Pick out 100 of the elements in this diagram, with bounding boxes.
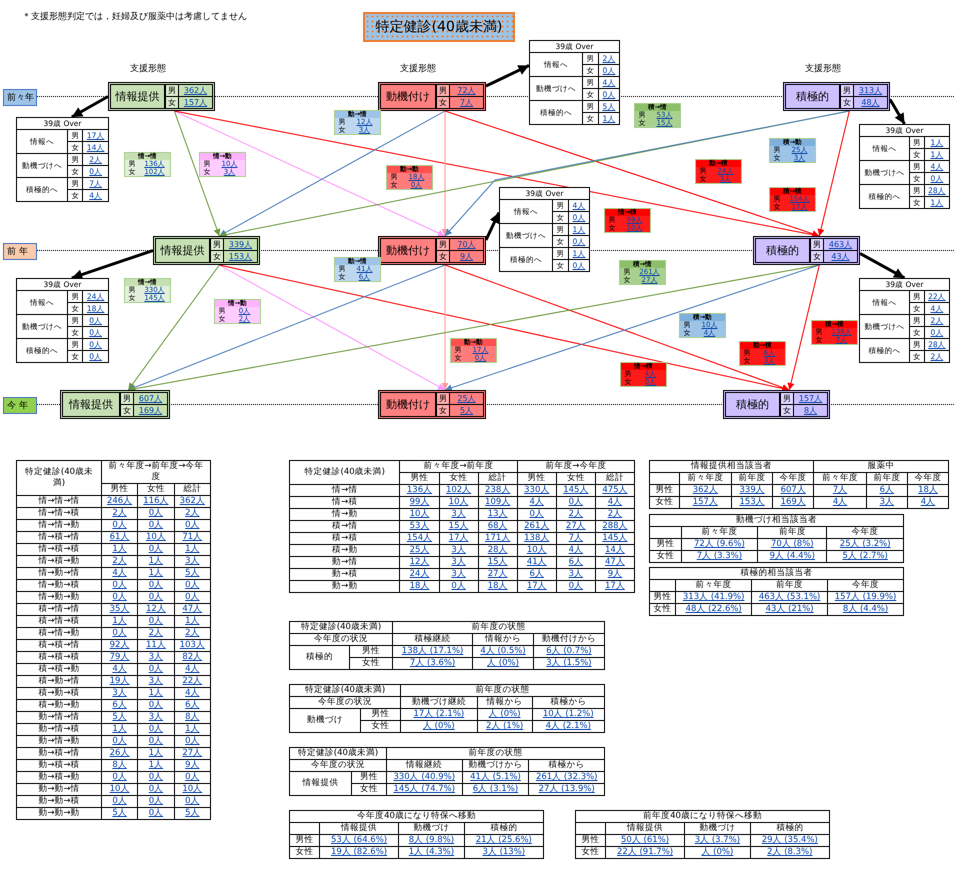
table-cell: 情報継続 (386, 760, 462, 772)
transition-box (769, 138, 816, 163)
table-cell: 情→積→動 (16, 556, 102, 568)
count-value: 15人 (478, 556, 518, 568)
sex-label: 女 (436, 251, 449, 263)
count-value: 10人 (1.2%) (532, 708, 604, 720)
count-value: 4人 (101, 664, 138, 676)
count-value: 53人 (64.6%) (319, 834, 399, 846)
sex-label: 女 (780, 405, 793, 417)
year-tag: 前 年 (3, 243, 37, 260)
sex-label: 女 (840, 97, 853, 109)
count-value: 19人 (101, 676, 138, 688)
count-value: 15人 (439, 520, 478, 532)
table-cell: 情報提供相当該当者 (650, 460, 814, 472)
count-value: 2人 (8.3%) (750, 846, 830, 858)
table-cell: 総計 (174, 484, 210, 496)
count-value: 154人 (400, 532, 440, 544)
count-value: 145人 (556, 484, 596, 496)
count-value: 9人 (174, 760, 210, 772)
count-value: 0人 (556, 580, 596, 592)
count-value: 0人 (138, 508, 174, 520)
breakdown-table (499, 187, 590, 272)
table-cell: 動機づけ (684, 822, 750, 834)
count-value: 7人 (3.3%) (681, 550, 758, 562)
table-cell: 積極的 (750, 822, 830, 834)
count-value: 27人 (478, 568, 518, 580)
table-cell: 積→動→積 (16, 688, 102, 700)
count-value: 607人 (133, 393, 167, 405)
count-value: 7人 (449, 97, 483, 109)
table-cell: 動→動→情 (16, 784, 102, 796)
table-cell: 今年度40歳になり特保へ移動 (290, 810, 544, 822)
table-cell: 女性 (138, 484, 174, 496)
count-value: 0人 (174, 520, 210, 532)
count-value: 116人 (138, 496, 174, 508)
table-cell: 前々年度 (681, 526, 758, 538)
transition-box (604, 208, 651, 233)
count-value: 0人 (138, 724, 174, 736)
level-name: 情報提供 (111, 85, 165, 108)
count-value: 27人 (556, 520, 596, 532)
count-value: 138人 (517, 532, 556, 544)
count-value: 157人 (19.9%) (828, 592, 904, 604)
breakdown-table (859, 278, 950, 363)
count-value: 4人 (174, 664, 210, 676)
arrow (128, 264, 446, 391)
level-box (378, 390, 486, 419)
table-cell: 動→情→積 (16, 724, 102, 736)
count-value: 3人 (138, 676, 174, 688)
count-value: 6人 (0.7%) (533, 646, 604, 658)
count-value: 4人 (595, 496, 634, 508)
transition-box (620, 362, 667, 387)
count-value: 136人 (400, 484, 440, 496)
table-cell: 今年度 (828, 580, 904, 592)
count-value: 157人 (178, 97, 212, 109)
breakdown-table (529, 40, 620, 125)
transition-box (124, 278, 171, 303)
count-value: 25人 (3.2%) (826, 538, 904, 550)
count-value: 0人 (174, 580, 210, 592)
table-cell: 男性 (517, 472, 556, 484)
count-value: 28人 (478, 544, 518, 556)
sex-label: 男 (165, 85, 178, 97)
count-value: 9人 (595, 568, 634, 580)
table-cell: 特定健診(40歳未満) (16, 460, 102, 496)
level-box (378, 82, 486, 111)
table-cell: 動→動→積 (16, 796, 102, 808)
table-cell: 男性 (650, 538, 682, 550)
count-value: 288人 (595, 520, 634, 532)
count-value: 1人 (101, 616, 138, 628)
table-cell: 動機づけ (398, 822, 464, 834)
count-value: 103人 (174, 640, 210, 652)
count-value: 0人 (138, 616, 174, 628)
count-value: 2人 (556, 508, 596, 520)
level-name: 積極的 (756, 239, 810, 262)
count-value: 0人 (101, 796, 138, 808)
transition-box (739, 341, 786, 366)
sex-label: 男 (780, 393, 793, 405)
count-value: 10人 (400, 508, 440, 520)
level-box (723, 390, 830, 419)
table-cell: 総計 (595, 472, 634, 484)
count-value: 0人 (101, 772, 138, 784)
count-value: 0人 (101, 628, 138, 640)
table-cell: 動→動→動 (16, 808, 102, 820)
table-cell: 動→積 (290, 568, 400, 580)
table-cell: 女性 (650, 604, 676, 616)
transition-box (634, 103, 681, 128)
transition-box (450, 338, 497, 363)
table-cell: 情→動 (290, 508, 400, 520)
arrow (484, 212, 500, 241)
table-cell: 情→動→動 (16, 592, 102, 604)
count-value: 17人 (517, 580, 556, 592)
level-name: 積極的 (726, 393, 780, 416)
table-cell: 前年度 (866, 472, 908, 484)
table-cell: 情報提供 (290, 772, 352, 796)
count-value: 0人 (138, 736, 174, 748)
count-value: 22人 (174, 676, 210, 688)
count-value: 3人 (3.7%) (684, 834, 750, 846)
count-value: 3人 (174, 556, 210, 568)
table-cell: 積→情→情 (16, 604, 102, 616)
count-value: 238人 (478, 484, 518, 496)
table-cell: 総計 (478, 472, 518, 484)
count-value: 3人 (439, 508, 478, 520)
